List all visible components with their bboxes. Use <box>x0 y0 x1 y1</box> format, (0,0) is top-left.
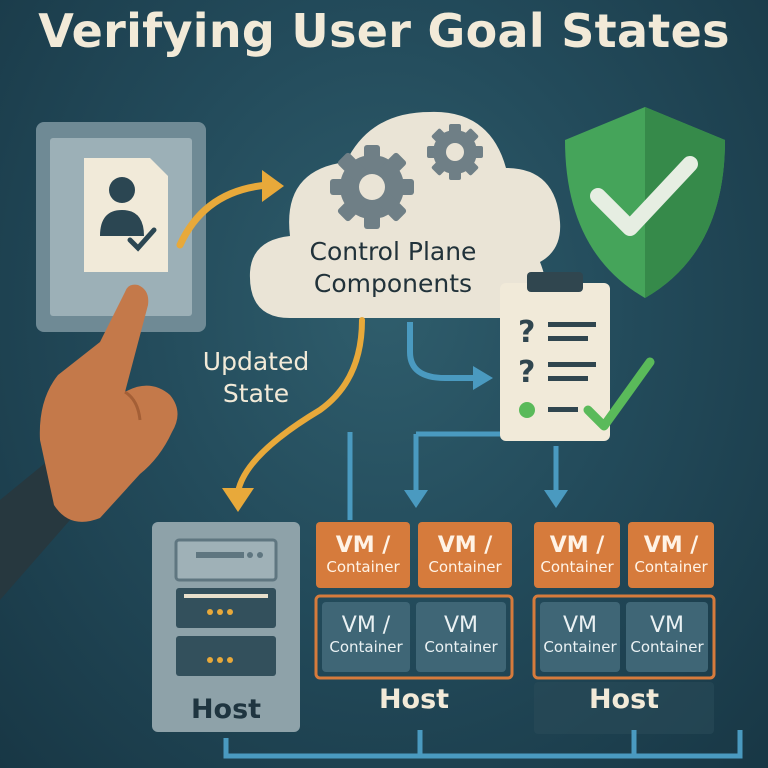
vm-container-host3-4: VM Container <box>626 602 708 672</box>
vm-line2: Container <box>543 638 617 656</box>
bottom-connector <box>223 730 743 759</box>
vm-line2: Container <box>329 638 403 656</box>
hand-pointer-icon <box>0 284 178 600</box>
vm-line1: VM / <box>335 533 391 558</box>
arrow-to-host2-head <box>404 490 428 508</box>
vm-line1: VM / <box>643 533 699 558</box>
arrow-to-cloud-head <box>262 170 284 202</box>
vm-container-host3-2: VM / Container <box>628 522 714 588</box>
updated-state-line2: State <box>222 379 290 408</box>
host2-box <box>314 594 514 680</box>
vm-line2: Container <box>540 558 614 576</box>
host2-label: Host <box>378 684 450 715</box>
svg-text:?: ? <box>518 355 535 390</box>
updated-state-label: Updated State <box>186 346 326 410</box>
vm-line1: VM <box>649 613 685 638</box>
vm-line2: Container <box>630 638 704 656</box>
arrow-updated-state <box>235 317 365 495</box>
updated-state-line1: Updated <box>202 347 310 376</box>
host3-box <box>532 594 716 734</box>
svg-text:?: ? <box>518 315 535 350</box>
vm-line1: VM <box>443 613 479 638</box>
arrow-to-host2 <box>413 431 500 492</box>
cloud-label-line2: Components <box>313 269 473 298</box>
small-gear-icon <box>427 124 483 180</box>
arrow-updated-state-head <box>222 488 254 512</box>
vm-line1: VM <box>562 613 598 638</box>
vm-container-host2-1: VM / Container <box>316 522 410 588</box>
cloud-icon <box>249 111 561 318</box>
vm-container-host3-1: VM / Container <box>534 522 620 588</box>
vm-line2: Container <box>424 638 498 656</box>
vm-container-host2-2: VM / Container <box>418 522 512 588</box>
clipboard-checklist-icon: ? ? <box>500 272 655 441</box>
shield-check-icon <box>565 107 725 298</box>
host1-label: Host <box>190 694 262 725</box>
vm-line1: VM / <box>549 533 605 558</box>
arrow-to-host3-head <box>544 490 568 508</box>
host3-label: Host <box>588 684 660 715</box>
vm-line2: Container <box>326 558 400 576</box>
cloud-label-line1: Control Plane <box>309 237 477 266</box>
vm-container-host2-3: VM / Container <box>322 602 410 672</box>
vm-line1: VM / <box>341 613 391 638</box>
arrow-cloud-to-clipboard <box>407 322 475 381</box>
arrow-to-cloud <box>176 181 272 249</box>
cloud-label: Control Plane Components <box>258 236 528 300</box>
user-document-icon <box>84 158 168 272</box>
arrow-cloud-to-clipboard-head <box>473 366 493 390</box>
vm-container-host3-3: VM Container <box>540 602 620 672</box>
page-title: Verifying User Goal States <box>38 4 730 58</box>
vm-line2: Container <box>634 558 708 576</box>
gear-icon <box>330 145 414 229</box>
server-rack-icon <box>174 538 278 676</box>
vm-line1: VM / <box>437 533 493 558</box>
vm-container-host2-4: VM Container <box>416 602 506 672</box>
vm-line2: Container <box>428 558 502 576</box>
